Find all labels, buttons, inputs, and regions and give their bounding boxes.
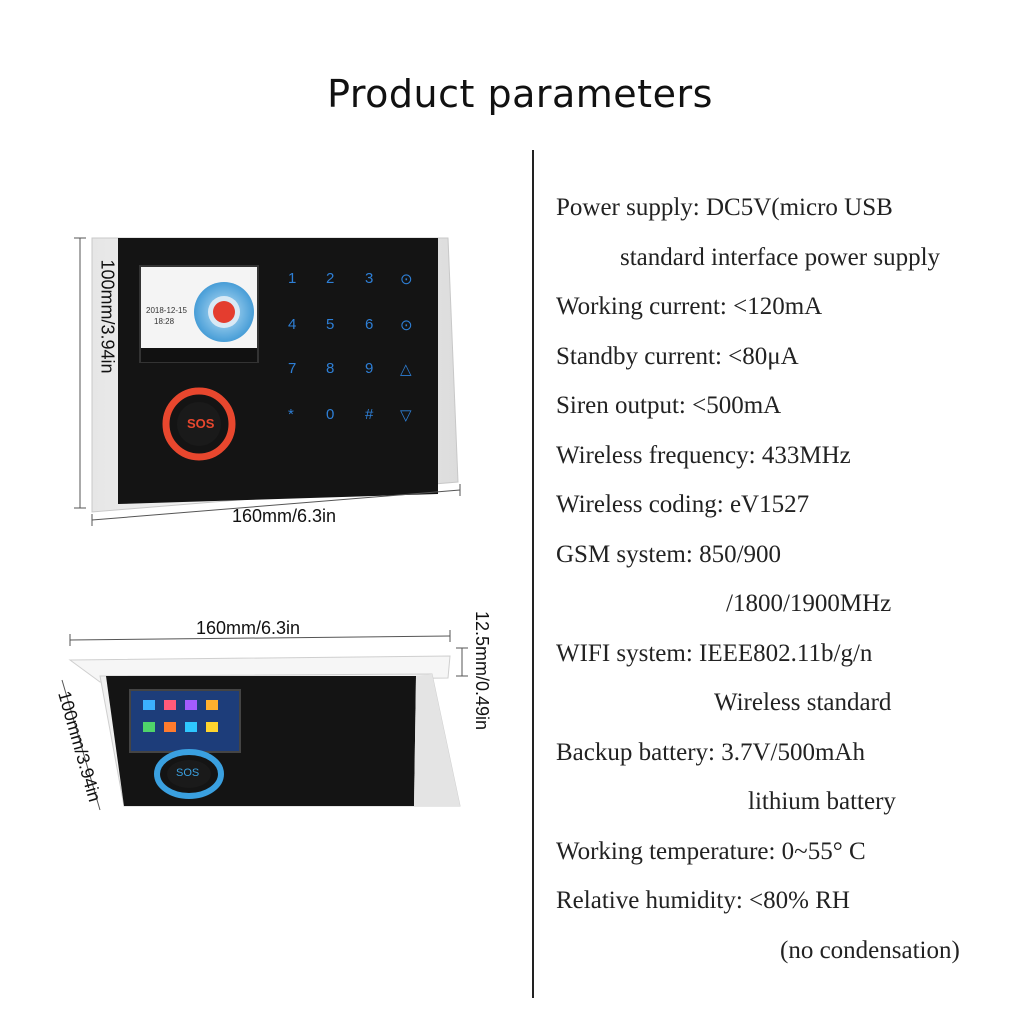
front-dimension-lines xyxy=(74,237,461,526)
spec-backup-battery: Backup battery: 3.7V/500mAh xyxy=(556,739,865,766)
sos-label: SOS xyxy=(187,416,215,431)
key-disarm-icon: ⊙ xyxy=(400,317,413,334)
key-up-icon: △ xyxy=(400,361,412,378)
side-device xyxy=(68,655,461,807)
front-device xyxy=(91,237,459,513)
key-0: 0 xyxy=(326,406,335,423)
side-sos-ring-icon xyxy=(154,749,224,799)
spec-wifi-system-cont: Wireless standard xyxy=(714,689,892,716)
spec-backup-battery-cont: lithium battery xyxy=(748,788,896,815)
spec-power-supply: Power supply: DC5V(micro USB xyxy=(556,194,893,221)
spec-relative-humidity-cont: (no condensation) xyxy=(780,937,960,964)
spec-wireless-frequency: Wireless frequency: 433MHz xyxy=(556,442,851,469)
spec-gsm-system-cont: /1800/1900MHz xyxy=(726,590,892,617)
key-2: 2 xyxy=(326,270,335,287)
spec-power-supply-cont: standard interface power supply xyxy=(620,244,941,271)
key-hash: # xyxy=(365,406,374,423)
key-6: 6 xyxy=(365,316,374,333)
key-arm-icon: ⊙ xyxy=(400,271,413,288)
key-1: 1 xyxy=(288,270,297,287)
side-width-label: 160mm/6.3in xyxy=(196,618,301,638)
screen-time: 18:28 xyxy=(154,317,175,326)
front-height-label: 100mm/3.94in xyxy=(97,259,118,374)
page-title: Product parameters xyxy=(327,72,713,116)
sos-ring-icon xyxy=(162,387,236,461)
side-screen xyxy=(129,689,241,753)
spec-wifi-system: WIFI system: IEEE802.11b/g/n xyxy=(556,640,873,667)
key-8: 8 xyxy=(326,360,335,377)
spec-working-temperature: Working temperature: 0~55° C xyxy=(556,838,866,865)
key-3: 3 xyxy=(365,270,374,287)
key-star: * xyxy=(288,406,294,423)
front-width-label: 160mm/6.3in xyxy=(232,506,337,526)
screen-date: 2018-12-15 xyxy=(146,306,187,315)
key-4: 4 xyxy=(288,316,297,333)
spec-working-current: Working current: <120mA xyxy=(556,293,823,320)
side-dimension-lines xyxy=(61,630,468,811)
spec-standby-current: Standby current: <80μA xyxy=(556,343,799,370)
spec-relative-humidity: Relative humidity: <80% RH xyxy=(556,887,850,914)
key-9: 9 xyxy=(365,360,374,377)
spec-wireless-coding: Wireless coding: eV1527 xyxy=(556,491,810,518)
side-depth-label: 12.5mm/0.49in xyxy=(472,610,493,731)
spec-gsm-system: GSM system: 850/900 xyxy=(556,541,782,568)
key-5: 5 xyxy=(326,316,335,333)
key-7: 7 xyxy=(288,360,297,377)
side-sos-label: SOS xyxy=(176,767,200,779)
column-divider xyxy=(532,150,534,998)
key-down-icon: ▽ xyxy=(400,407,412,424)
spec-siren-output: Siren output: <500mA xyxy=(556,392,782,419)
